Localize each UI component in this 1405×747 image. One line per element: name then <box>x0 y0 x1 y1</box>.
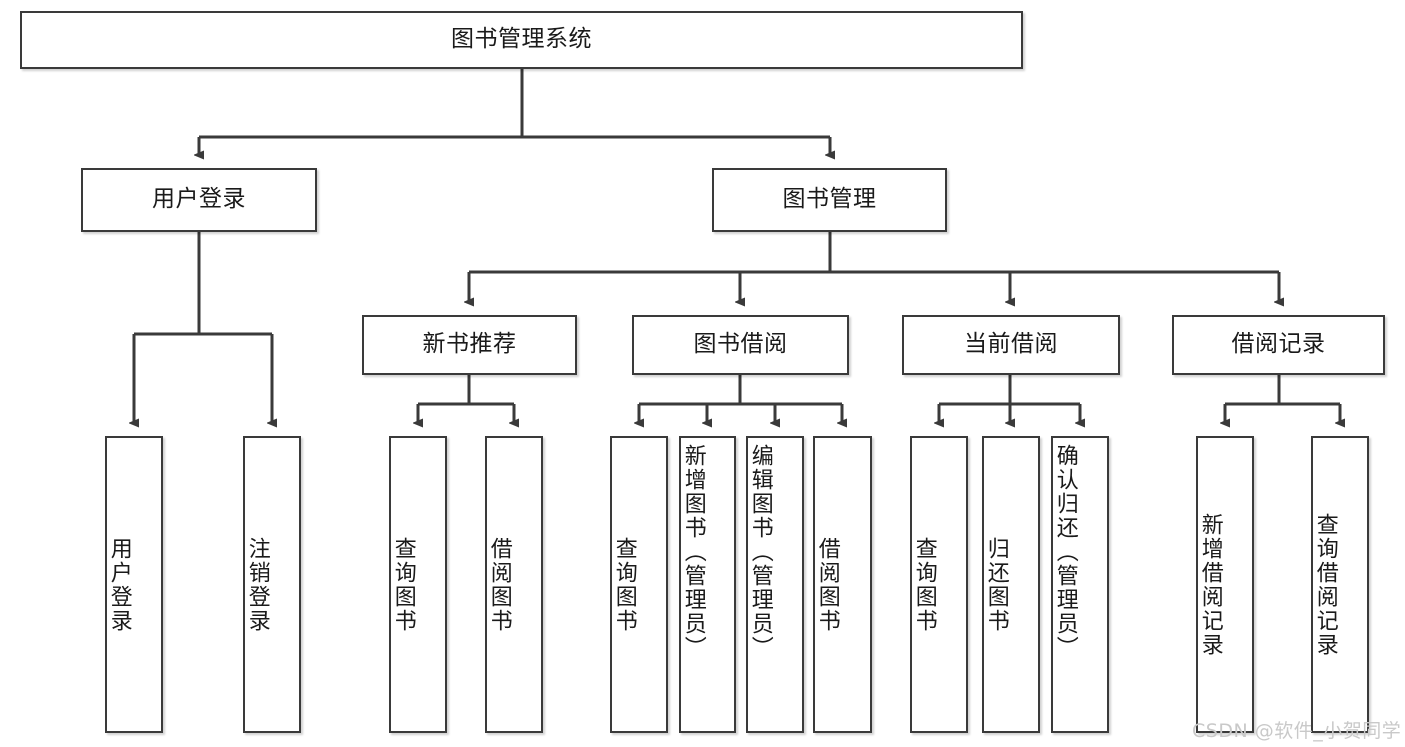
node-borrow-record-label: 借阅记录 <box>1231 331 1326 358</box>
csdn-watermark: CSDN @软件_小贺同学 <box>1192 720 1402 742</box>
node-book-management-label: 图书管理 <box>782 186 877 213</box>
node-user-login[interactable]: 用户登录 <box>81 168 317 232</box>
node-leaf-add-borrow-record[interactable]: 新增借阅记录 <box>1196 436 1254 733</box>
node-leaf-logout[interactable]: 注销登录 <box>243 436 301 733</box>
node-leaf-borrow-book-2[interactable]: 借阅图书 <box>813 436 872 733</box>
node-root[interactable]: 图书管理系统 <box>20 11 1023 69</box>
node-leaf-confirm-return-admin-label: 确认归还（管理员） <box>1052 444 1078 660</box>
node-leaf-return-book[interactable]: 归还图书 <box>982 436 1040 733</box>
node-leaf-query-borrow-record[interactable]: 查询借阅记录 <box>1311 436 1369 733</box>
node-leaf-query-book-1-label: 查询图书 <box>390 536 416 633</box>
node-leaf-query-book-3-label: 查询图书 <box>911 536 937 633</box>
node-new-book-recommend-label: 新书推荐 <box>422 331 517 358</box>
node-book-management[interactable]: 图书管理 <box>712 168 947 232</box>
node-leaf-edit-book-admin[interactable]: 编辑图书（管理员） <box>746 436 804 733</box>
node-leaf-user-login[interactable]: 用户登录 <box>105 436 163 733</box>
node-leaf-edit-book-admin-label: 编辑图书（管理员） <box>747 444 773 660</box>
node-leaf-add-borrow-record-label: 新增借阅记录 <box>1197 512 1223 657</box>
node-leaf-user-login-label: 用户登录 <box>106 536 132 633</box>
node-leaf-return-book-label: 归还图书 <box>983 536 1009 633</box>
node-root-label: 图书管理系统 <box>451 26 592 53</box>
node-leaf-query-book-3[interactable]: 查询图书 <box>910 436 968 733</box>
node-leaf-confirm-return-admin[interactable]: 确认归还（管理员） <box>1051 436 1109 733</box>
node-book-borrow-label: 图书借阅 <box>693 331 788 358</box>
node-leaf-query-borrow-record-label: 查询借阅记录 <box>1312 512 1338 657</box>
node-current-borrow-label: 当前借阅 <box>964 331 1058 358</box>
node-leaf-borrow-book-2-label: 借阅图书 <box>814 536 840 633</box>
node-leaf-borrow-book-1[interactable]: 借阅图书 <box>485 436 543 733</box>
node-leaf-query-book-1[interactable]: 查询图书 <box>389 436 447 733</box>
node-current-borrow[interactable]: 当前借阅 <box>902 315 1120 375</box>
node-leaf-query-book-2[interactable]: 查询图书 <box>610 436 668 733</box>
node-leaf-add-book-admin-label: 新增图书（管理员） <box>680 444 706 660</box>
node-leaf-add-book-admin[interactable]: 新增图书（管理员） <box>679 436 736 733</box>
node-book-borrow[interactable]: 图书借阅 <box>632 315 849 375</box>
node-leaf-borrow-book-1-label: 借阅图书 <box>486 536 512 633</box>
node-borrow-record[interactable]: 借阅记录 <box>1172 315 1385 375</box>
node-new-book-recommend[interactable]: 新书推荐 <box>362 315 577 375</box>
node-leaf-query-book-2-label: 查询图书 <box>611 536 637 633</box>
node-user-login-label: 用户登录 <box>152 186 246 213</box>
node-leaf-logout-label: 注销登录 <box>244 536 270 633</box>
